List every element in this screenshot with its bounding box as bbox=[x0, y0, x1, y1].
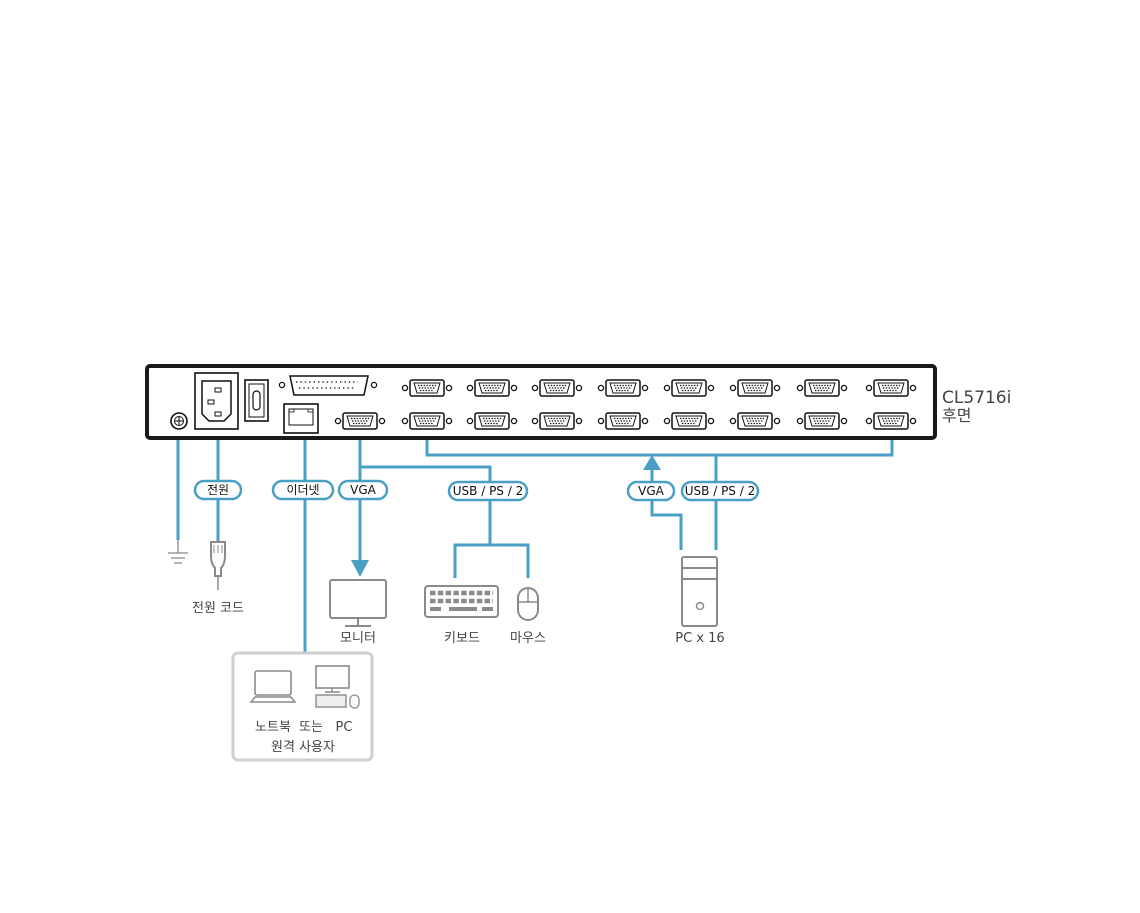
vga-port-icon bbox=[729, 412, 781, 430]
vga-port-icon bbox=[597, 379, 649, 397]
vga-port-icon bbox=[531, 412, 583, 430]
pc-vga-label: VGA bbox=[638, 484, 665, 498]
power-switch-icon bbox=[244, 379, 269, 422]
vga-port-icon bbox=[729, 379, 781, 397]
cables bbox=[176, 430, 894, 652]
arrow-down-icon bbox=[351, 560, 369, 577]
monitor-icon bbox=[329, 579, 387, 627]
mouse-icon bbox=[517, 587, 539, 621]
power-cord-caption: 전원 코드 bbox=[192, 601, 244, 616]
kvm-switch-rear-panel bbox=[145, 364, 937, 440]
pc-tower-icon bbox=[681, 556, 718, 627]
or-caption: 또는 bbox=[299, 720, 323, 735]
mouse-caption: 마우스 bbox=[510, 631, 546, 646]
vga-port-icon bbox=[401, 412, 453, 430]
vga-port-icon bbox=[865, 379, 917, 397]
arrow-up-icon bbox=[643, 455, 661, 470]
ethernet-label: 이더넷 bbox=[286, 483, 319, 497]
vga-port-icon bbox=[796, 412, 848, 430]
vga-port-icon bbox=[466, 412, 518, 430]
vga-port-icon bbox=[466, 379, 518, 397]
remote-user-box: 노트북 또는 PC 원격 사용자 bbox=[231, 651, 374, 762]
notebook-caption: 노트북 bbox=[255, 720, 291, 735]
pc-caption: PC x 16 bbox=[675, 631, 724, 646]
power-socket-icon bbox=[194, 372, 239, 430]
desktop-pc-icon bbox=[315, 665, 360, 709]
power-label: 전원 bbox=[207, 483, 229, 497]
console-vga-label: VGA bbox=[350, 483, 377, 497]
device-view: 후면 bbox=[942, 406, 971, 425]
ethernet-port-icon bbox=[283, 403, 319, 434]
vga-port-icon bbox=[663, 379, 715, 397]
pc-usb-label: USB / PS / 2 bbox=[685, 484, 755, 498]
vga-port-icon bbox=[865, 412, 917, 430]
ground-screw-icon bbox=[170, 412, 188, 430]
device-model: CL5716i bbox=[942, 388, 1011, 408]
remote-user-caption: 원격 사용자 bbox=[271, 740, 335, 755]
keyboard-icon bbox=[424, 585, 499, 618]
vga-port-icon bbox=[401, 379, 453, 397]
vga-port-icon bbox=[796, 379, 848, 397]
vga-port-icon bbox=[597, 412, 649, 430]
remote-pc-caption: PC bbox=[336, 720, 353, 735]
monitor-caption: 모니터 bbox=[340, 631, 376, 646]
ground-icon bbox=[168, 540, 188, 564]
vga-port-icon bbox=[531, 379, 583, 397]
console-usb-label: USB / PS / 2 bbox=[453, 484, 523, 498]
power-plug-icon bbox=[210, 541, 226, 590]
keyboard-caption: 키보드 bbox=[444, 631, 480, 646]
laptop-icon bbox=[249, 670, 297, 703]
console-vga-port-icon bbox=[334, 412, 386, 430]
vga-port-icon bbox=[663, 412, 715, 430]
cable-labels: 전원 이더넷 VGA USB / PS / 2 VGA USB / PS / 2 bbox=[193, 479, 760, 502]
db25-port-icon bbox=[278, 375, 378, 396]
